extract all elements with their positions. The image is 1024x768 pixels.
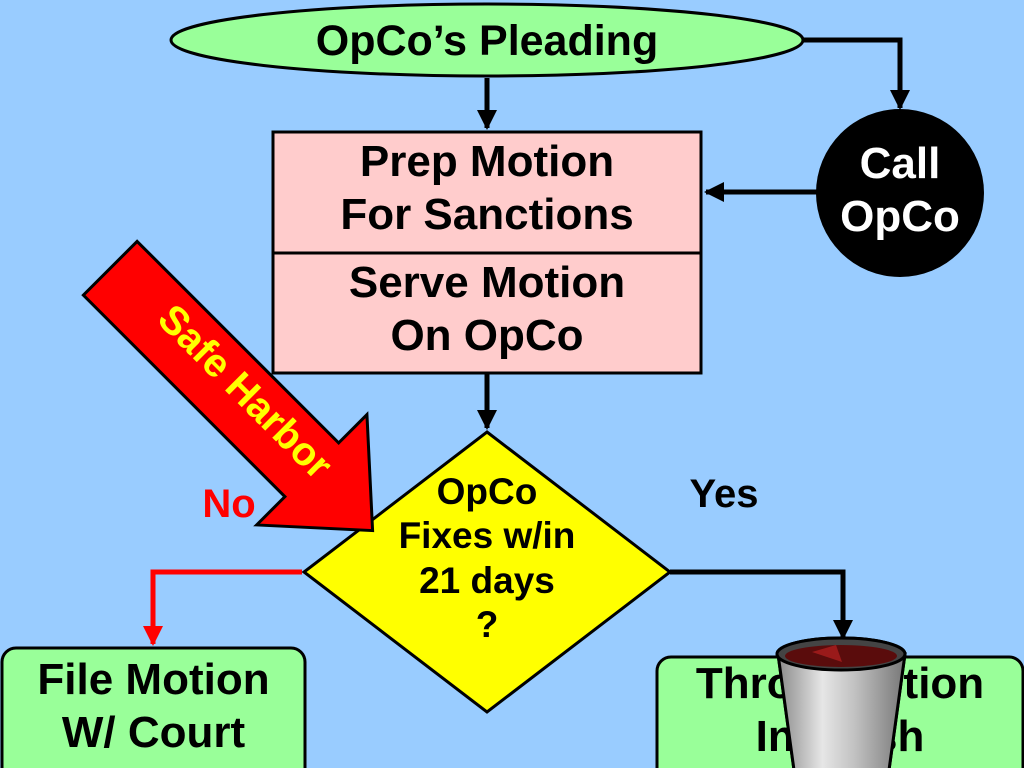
call-opco-circle bbox=[816, 109, 984, 277]
pleading-ellipse bbox=[169, 2, 805, 78]
arrow-pleading-to-call bbox=[800, 37, 910, 110]
prep-motion-label: Prep Motion For Sanctions bbox=[273, 136, 701, 242]
throw-motion-label: Throw Motion In Trash bbox=[657, 658, 1023, 764]
file-motion-line-2: W/ Court bbox=[61, 707, 246, 757]
arrow-yes-path bbox=[670, 569, 853, 640]
call-opco-label: Call OpCo bbox=[816, 138, 984, 244]
call-opco-line-1: Call bbox=[859, 139, 941, 188]
serve-motion-line-1: Serve Motion bbox=[348, 258, 626, 307]
yes-label: Yes bbox=[689, 472, 759, 516]
file-motion-box bbox=[0, 646, 307, 768]
file-motion-line-1: File Motion bbox=[37, 655, 270, 704]
prep-motion-line-2: For Sanctions bbox=[340, 189, 634, 239]
safe-harbor-arrow bbox=[81, 239, 375, 533]
decision-label: OpCo Fixes w/in 21 days ? bbox=[367, 470, 607, 648]
serve-motion-box bbox=[271, 251, 703, 375]
serve-motion-line-2: On OpCo bbox=[390, 310, 584, 360]
throw-motion-line-2: In Trash bbox=[755, 711, 925, 761]
decision-line-4: ? bbox=[475, 604, 499, 646]
prep-motion-line-1: Prep Motion bbox=[359, 137, 615, 186]
serve-motion-label: Serve Motion On OpCo bbox=[273, 257, 701, 363]
decision-line-2: Fixes w/in bbox=[398, 515, 576, 557]
arrow-no-path bbox=[143, 569, 302, 646]
no-label: No bbox=[202, 482, 256, 526]
throw-motion-line-1: Throw Motion bbox=[695, 659, 985, 708]
file-motion-label: File Motion W/ Court bbox=[2, 654, 305, 760]
pleading-label: OpCo’s Pleading bbox=[315, 17, 659, 65]
decision-line-3: 21 days bbox=[419, 559, 555, 601]
call-opco-line-2: OpCo bbox=[840, 191, 960, 241]
decision-line-1: OpCo bbox=[436, 471, 538, 512]
